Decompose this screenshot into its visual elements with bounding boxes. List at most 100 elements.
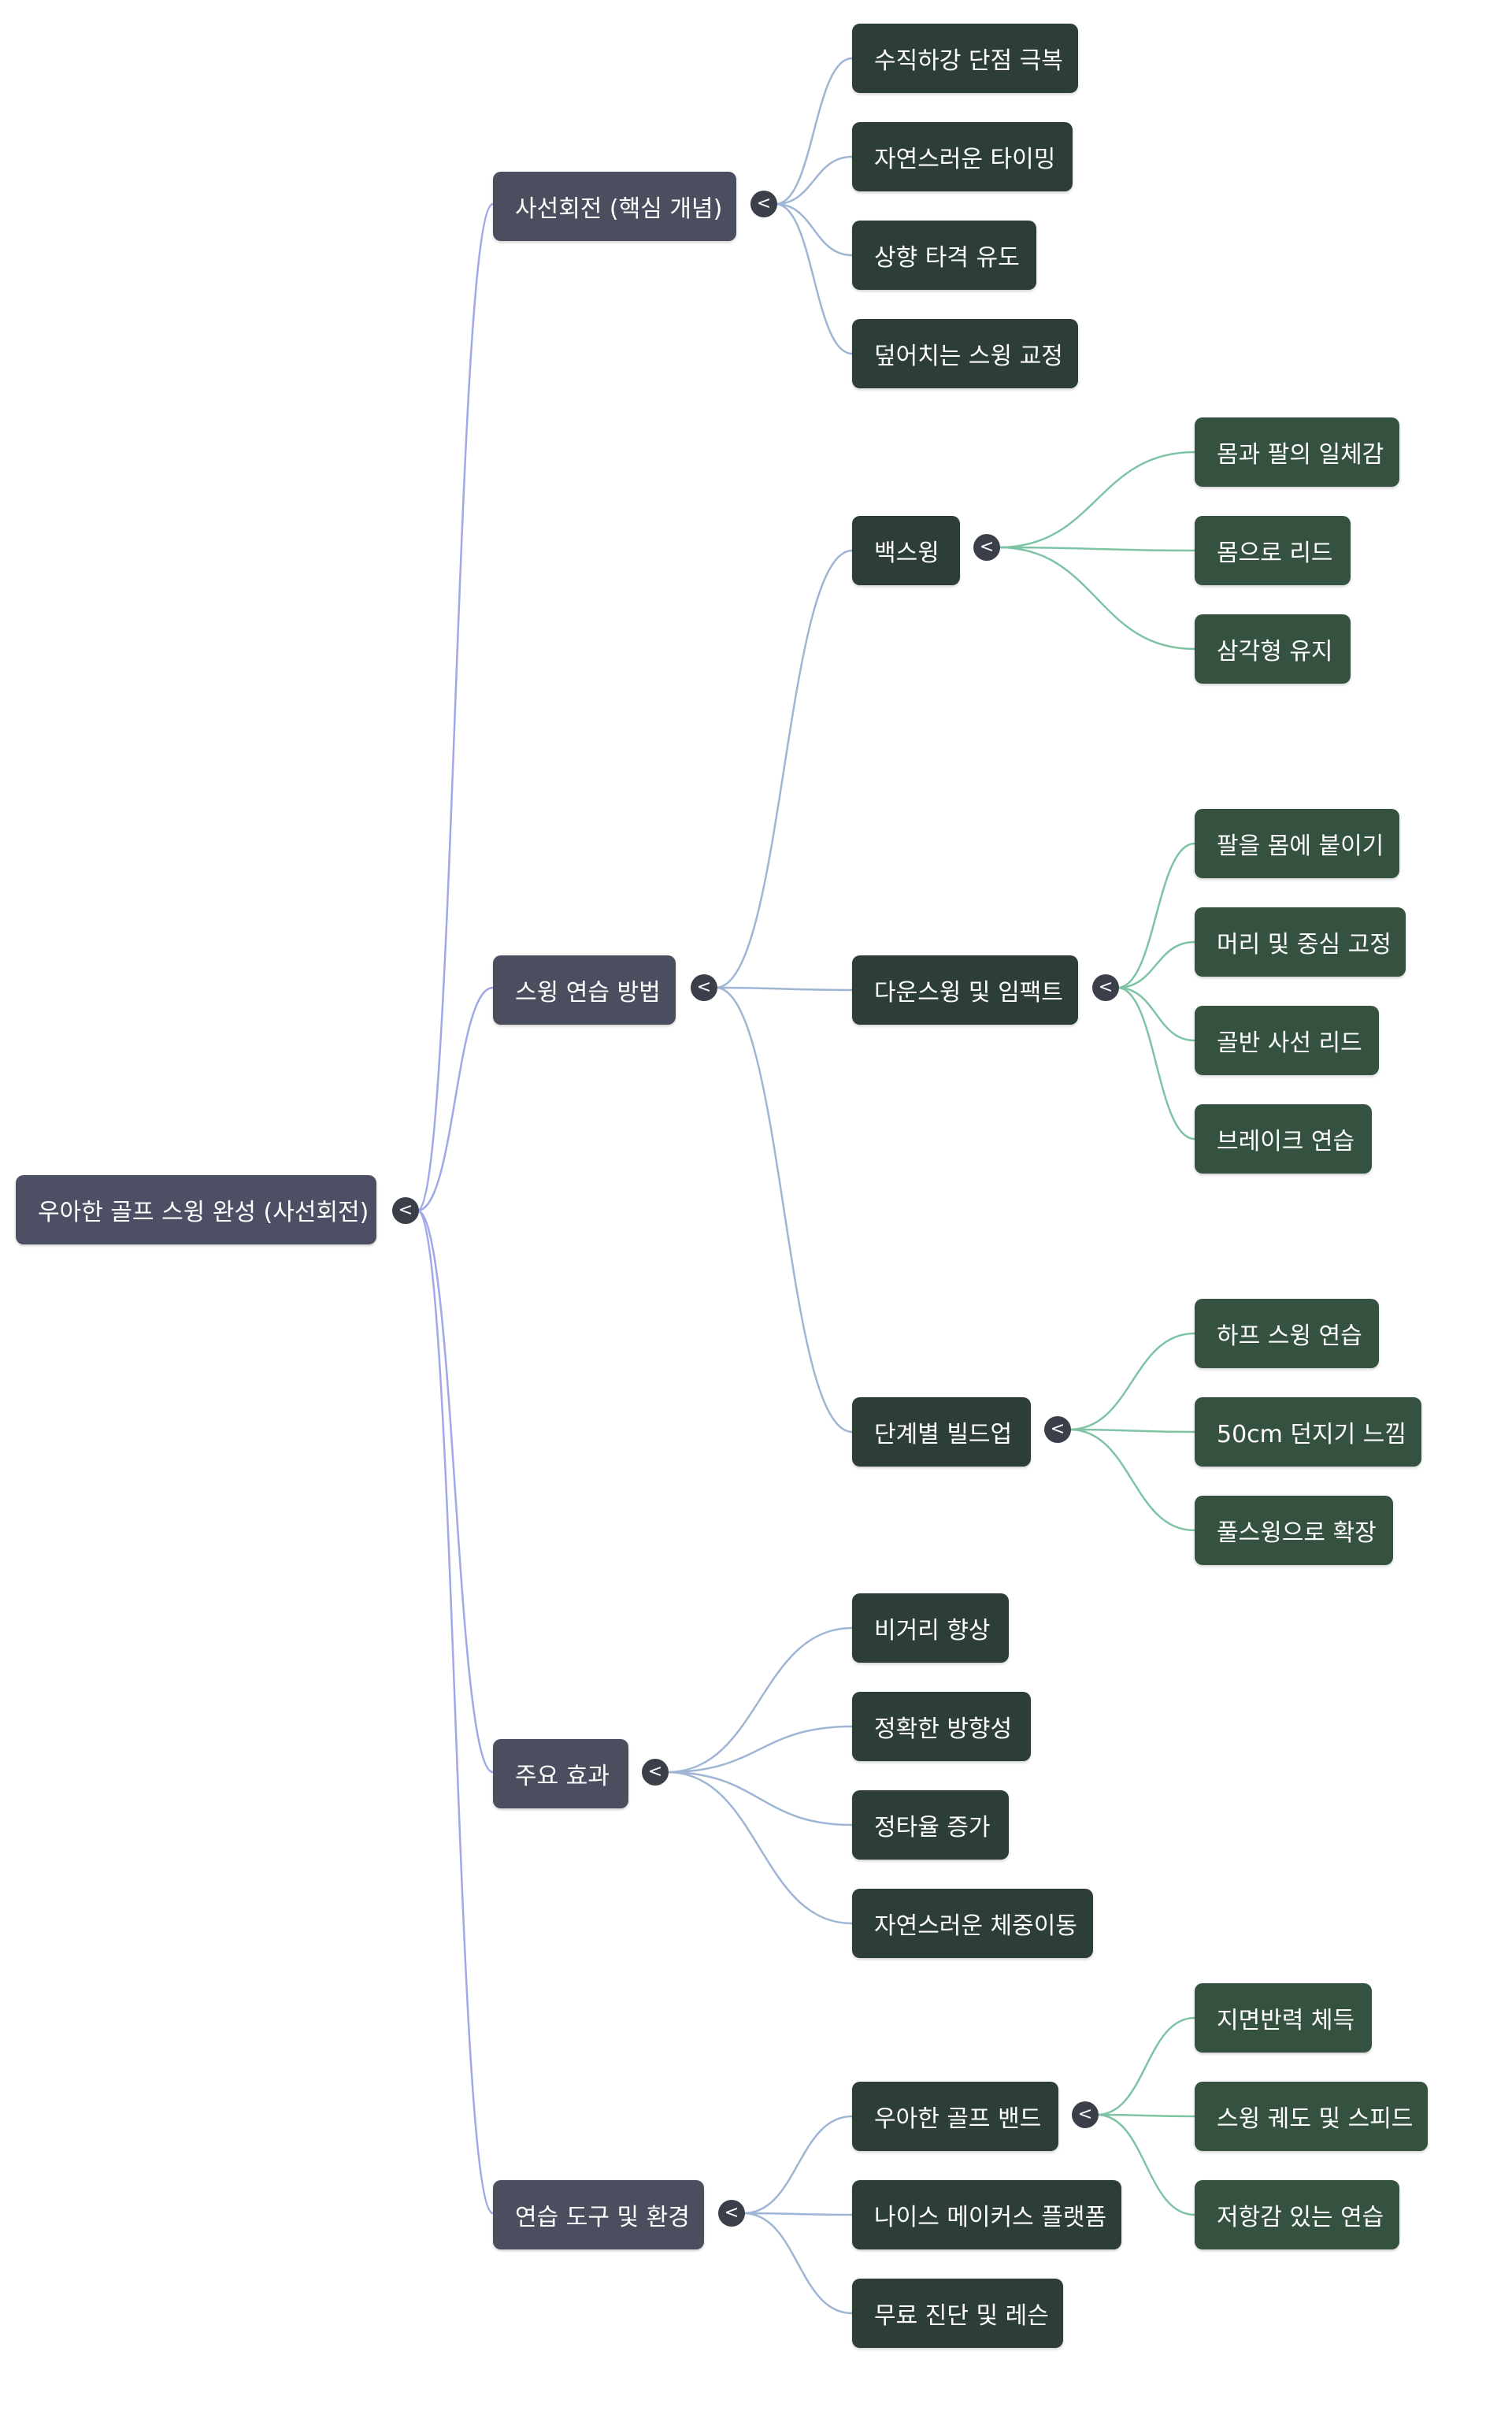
branch-tools[interactable]: 연습 도구 및 환경 bbox=[493, 2180, 704, 2249]
concept-item[interactable]: 자연스러운 타이밍 bbox=[852, 122, 1073, 191]
effect-item-label: 정타율 증가 bbox=[874, 1814, 991, 1841]
practice-downswing-label: 다운스윙 및 임팩트 bbox=[874, 979, 1063, 1007]
practice-downswing[interactable]: 다운스윙 및 임팩트 bbox=[852, 955, 1078, 1025]
connector-band bbox=[1096, 2113, 1195, 2216]
practice-buildup-toggle[interactable]: < bbox=[1044, 1416, 1071, 1443]
band-item[interactable]: 지면반력 체득 bbox=[1195, 1983, 1372, 2053]
connector-effects bbox=[666, 1771, 853, 1925]
connector-buildup bbox=[1069, 1332, 1195, 1431]
buildup-item-label: 하프 스윙 연습 bbox=[1217, 1322, 1362, 1350]
root-node-label: 우아한 골프 스윙 완성 (사선회전) bbox=[38, 1199, 369, 1226]
downswing-item-label: 브레이크 연습 bbox=[1217, 1128, 1355, 1155]
buildup-item-label: 50cm 던지기 느낌 bbox=[1217, 1421, 1406, 1448]
effect-item-label: 정확한 방향성 bbox=[874, 1715, 1013, 1743]
branch-tools-toggle[interactable]: < bbox=[718, 2200, 745, 2227]
connector-downswing bbox=[1117, 986, 1195, 1140]
band-item[interactable]: 저항감 있는 연습 bbox=[1195, 2180, 1399, 2249]
connector-tools bbox=[743, 2115, 853, 2215]
tools-item-label: 무료 진단 및 레슨 bbox=[874, 2302, 1049, 2330]
branch-concept-label: 사선회전 (핵심 개념) bbox=[515, 195, 723, 223]
connector-practice bbox=[715, 986, 853, 992]
buildup-item[interactable]: 풀스윙으로 확장 bbox=[1195, 1496, 1393, 1565]
connector-effects bbox=[666, 1725, 853, 1774]
connector-root bbox=[417, 986, 494, 1212]
band-item-label: 스윙 궤도 및 스피드 bbox=[1217, 2105, 1414, 2133]
branch-tools-label: 연습 도구 및 환경 bbox=[515, 2204, 690, 2231]
practice-backswing-toggle[interactable]: < bbox=[973, 534, 1000, 561]
effect-item[interactable]: 정확한 방향성 bbox=[852, 1692, 1031, 1761]
band-item[interactable]: 스윙 궤도 및 스피드 bbox=[1195, 2082, 1428, 2151]
concept-item[interactable]: 상향 타격 유도 bbox=[852, 221, 1036, 290]
tools-band[interactable]: 우아한 골프 밴드 bbox=[852, 2082, 1058, 2151]
band-item-label: 지면반력 체득 bbox=[1217, 2007, 1355, 2034]
connector-tools bbox=[743, 2212, 853, 2216]
connector-concept bbox=[775, 155, 853, 206]
effect-item[interactable]: 정타율 증가 bbox=[852, 1790, 1009, 1860]
connector-downswing bbox=[1117, 842, 1195, 989]
backswing-item[interactable]: 몸으로 리드 bbox=[1195, 516, 1351, 585]
effect-item[interactable]: 비거리 향상 bbox=[852, 1593, 1009, 1663]
backswing-item[interactable]: 삼각형 유지 bbox=[1195, 614, 1351, 684]
band-item-label: 저항감 있는 연습 bbox=[1217, 2204, 1384, 2231]
tools-band-label: 우아한 골프 밴드 bbox=[874, 2105, 1042, 2133]
downswing-item[interactable]: 팔을 몸에 붙이기 bbox=[1195, 809, 1399, 878]
connector-buildup bbox=[1069, 1428, 1195, 1433]
connector-effects bbox=[666, 1626, 853, 1774]
downswing-item[interactable]: 골반 사선 리드 bbox=[1195, 1006, 1379, 1075]
branch-practice-label: 스윙 연습 방법 bbox=[515, 979, 661, 1007]
connector-effects bbox=[666, 1771, 853, 1826]
tools-band-toggle[interactable]: < bbox=[1072, 2101, 1099, 2128]
backswing-item[interactable]: 몸과 팔의 일체감 bbox=[1195, 417, 1399, 487]
practice-downswing-toggle[interactable]: < bbox=[1092, 974, 1119, 1001]
backswing-item-label: 몸과 팔의 일체감 bbox=[1217, 441, 1384, 469]
effect-item-label: 자연스러운 체중이동 bbox=[874, 1912, 1077, 1940]
concept-item[interactable]: 덮어치는 스윙 교정 bbox=[852, 319, 1078, 388]
connector-concept bbox=[775, 57, 853, 206]
branch-practice[interactable]: 스윙 연습 방법 bbox=[493, 955, 676, 1025]
downswing-item[interactable]: 머리 및 중심 고정 bbox=[1195, 907, 1406, 977]
buildup-item[interactable]: 50cm 던지기 느낌 bbox=[1195, 1397, 1421, 1467]
buildup-item[interactable]: 하프 스윙 연습 bbox=[1195, 1299, 1379, 1368]
connector-buildup bbox=[1069, 1428, 1195, 1532]
connector-root bbox=[417, 202, 494, 1212]
tools-item-label: 나이스 메이커스 플랫폼 bbox=[874, 2204, 1107, 2231]
downswing-item-label: 골반 사선 리드 bbox=[1217, 1029, 1362, 1057]
tools-item[interactable]: 무료 진단 및 레슨 bbox=[852, 2279, 1063, 2348]
connector-tools bbox=[743, 2212, 853, 2315]
practice-backswing-label: 백스윙 bbox=[874, 540, 939, 567]
downswing-item[interactable]: 브레이크 연습 bbox=[1195, 1104, 1372, 1174]
practice-backswing[interactable]: 백스윙 bbox=[852, 516, 960, 585]
branch-practice-toggle[interactable]: < bbox=[691, 974, 717, 1001]
concept-item-label: 덮어치는 스윙 교정 bbox=[874, 343, 1063, 370]
concept-item-label: 자연스러운 타이밍 bbox=[874, 146, 1056, 173]
branch-effects-toggle[interactable]: < bbox=[642, 1759, 669, 1786]
practice-buildup[interactable]: 단계별 빌드업 bbox=[852, 1397, 1031, 1467]
connector-backswing bbox=[998, 546, 1195, 552]
effect-item[interactable]: 자연스러운 체중이동 bbox=[852, 1889, 1093, 1958]
branch-concept-toggle[interactable]: < bbox=[750, 191, 777, 217]
buildup-item-label: 풀스윙으로 확장 bbox=[1217, 1519, 1377, 1547]
root-collapse-toggle[interactable]: < bbox=[392, 1197, 419, 1224]
backswing-item-label: 몸으로 리드 bbox=[1217, 540, 1333, 567]
effect-item-label: 비거리 향상 bbox=[874, 1617, 991, 1645]
connector-practice bbox=[715, 549, 853, 989]
connector-concept bbox=[775, 202, 853, 257]
downswing-item-label: 머리 및 중심 고정 bbox=[1217, 931, 1392, 959]
branch-effects-label: 주요 효과 bbox=[515, 1763, 610, 1790]
connector-downswing bbox=[1117, 986, 1195, 1042]
connector-band bbox=[1096, 2016, 1195, 2116]
branch-effects[interactable]: 주요 효과 bbox=[493, 1739, 628, 1808]
root-node[interactable]: 우아한 골프 스윙 완성 (사선회전) bbox=[16, 1175, 376, 1244]
concept-item[interactable]: 수직하강 단점 극복 bbox=[852, 24, 1078, 93]
branch-concept[interactable]: 사선회전 (핵심 개념) bbox=[493, 172, 736, 241]
connector-downswing bbox=[1117, 940, 1195, 989]
connector-concept bbox=[775, 202, 853, 355]
backswing-item-label: 삼각형 유지 bbox=[1217, 638, 1333, 666]
connector-band bbox=[1096, 2113, 1195, 2118]
concept-item-label: 수직하강 단점 극복 bbox=[874, 47, 1063, 75]
connector-root bbox=[417, 1209, 494, 2215]
tools-item[interactable]: 나이스 메이커스 플랫폼 bbox=[852, 2180, 1121, 2249]
connector-backswing bbox=[998, 546, 1195, 651]
